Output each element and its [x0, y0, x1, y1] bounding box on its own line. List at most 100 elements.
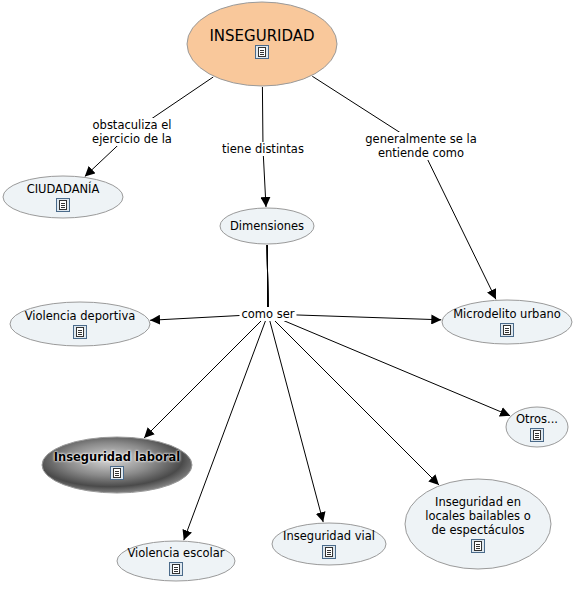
concept-node: CIUDADANÍA [2, 175, 124, 219]
icon-line [260, 50, 264, 51]
node-content: CIUDADANÍA [2, 175, 124, 219]
concept-node: Inseguridad laboral [41, 436, 193, 494]
icon-line [174, 567, 178, 568]
concept-node: INSEGURIDAD [186, 1, 338, 87]
icon-page [475, 542, 482, 551]
ellipse-outline [9, 301, 151, 347]
node-content: Otros... [505, 406, 569, 448]
node-text: Otros... [516, 412, 558, 426]
ellipse-shape [220, 208, 314, 244]
concept-node: Inseguridad vial [271, 522, 387, 566]
linking-phrase: tiene distintas [220, 142, 306, 156]
icon-line [535, 437, 539, 438]
ellipse-shape [42, 437, 192, 493]
document-icon [73, 325, 87, 339]
node-content: Inseguridad en locales bailables o de es… [404, 478, 552, 570]
node-text: Dimensiones [230, 219, 304, 233]
concept-node: Dimensiones [219, 207, 315, 245]
linking-phrase: como ser [239, 307, 296, 321]
icon-page [259, 48, 266, 57]
icon-page [77, 328, 84, 337]
icon-line [174, 571, 178, 572]
document-icon [322, 545, 336, 559]
connector-arrow [267, 245, 439, 485]
ellipse-shape [405, 479, 551, 569]
icon-line [174, 569, 178, 570]
node-content: INSEGURIDAD [186, 1, 338, 87]
icon-frame [531, 429, 544, 442]
concept-node: Violencia escolar [116, 540, 236, 582]
icon-line [61, 203, 65, 204]
ellipse-shape [187, 2, 337, 86]
document-icon [500, 323, 514, 337]
icon-page [534, 431, 541, 440]
icon-page [60, 201, 67, 210]
icon-line [260, 52, 264, 53]
icon-frame [57, 199, 70, 212]
icon-line [476, 548, 480, 549]
concept-node: Otros... [505, 406, 569, 448]
icon-line [476, 546, 480, 547]
icon-page [326, 548, 333, 557]
icon-line [535, 433, 539, 434]
icon-line [78, 330, 82, 331]
node-text: INSEGURIDAD [209, 29, 314, 43]
icon-line [115, 471, 119, 472]
concept-node: Inseguridad en locales bailables o de es… [404, 478, 552, 570]
connector-arrow [267, 245, 323, 522]
icon-frame [170, 563, 183, 576]
ellipse-shape [506, 407, 568, 447]
connector-arrow [144, 245, 268, 438]
icon-page [504, 326, 511, 335]
icon-line [78, 332, 82, 333]
node-content: Violencia deportiva [9, 301, 151, 347]
icon-line [115, 475, 119, 476]
icon-line [505, 328, 509, 329]
document-icon [530, 428, 544, 442]
node-text: CIUDADANÍA [27, 182, 100, 196]
icon-line [115, 473, 119, 474]
icon-page [173, 565, 180, 574]
ellipse-outline [271, 522, 387, 566]
connector-arrow [312, 76, 496, 299]
document-icon [255, 45, 269, 59]
node-text: Inseguridad en locales bailables o de es… [417, 495, 539, 537]
icon-line [327, 552, 331, 553]
icon-frame [472, 540, 485, 553]
ellipse-shape [442, 300, 572, 344]
icon-line [327, 550, 331, 551]
ellipse-outline [41, 436, 193, 494]
ellipse-shape [3, 176, 123, 218]
icon-line [327, 554, 331, 555]
icon-line [535, 435, 539, 436]
node-text: Violencia escolar [127, 546, 224, 560]
connector-arrow [184, 245, 268, 540]
icon-line [505, 332, 509, 333]
icon-line [505, 330, 509, 331]
node-content: Inseguridad vial [271, 522, 387, 566]
concept-node: Microdelito urbano [441, 299, 573, 345]
icon-line [476, 544, 480, 545]
concept-node: Violencia deportiva [9, 301, 151, 347]
linking-phrase: generalmente se la entiende como [363, 132, 479, 160]
icon-frame [74, 326, 87, 339]
ellipse-shape [272, 523, 386, 565]
icon-frame [256, 46, 269, 59]
document-icon [169, 562, 183, 576]
ellipse-shape [117, 541, 235, 581]
node-text: Inseguridad vial [283, 529, 375, 543]
node-content: Inseguridad laboral [41, 436, 193, 494]
node-text: Microdelito urbano [453, 307, 561, 321]
icon-line [61, 205, 65, 206]
document-icon [110, 466, 124, 480]
icon-line [61, 207, 65, 208]
icon-frame [501, 324, 514, 337]
node-content: Dimensiones [219, 207, 315, 245]
document-icon [471, 539, 485, 553]
node-content: Violencia escolar [116, 540, 236, 582]
document-icon [56, 198, 70, 212]
icon-frame [111, 467, 124, 480]
linking-phrase: obstaculiza el ejercicio de la [82, 118, 182, 146]
ellipse-outline [2, 175, 124, 219]
